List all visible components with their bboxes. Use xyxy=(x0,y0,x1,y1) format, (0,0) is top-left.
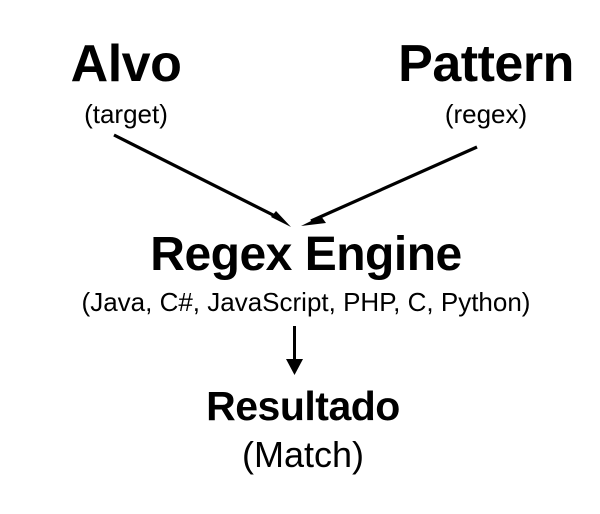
node-result-subtitle: (Match) xyxy=(241,434,365,475)
node-regex-engine: Regex Engine (Java, C#, JavaScript, PHP,… xyxy=(81,228,531,317)
arrow-engine-to-result xyxy=(286,326,303,375)
node-result: Resultado (Match) xyxy=(206,386,400,473)
node-regex-engine-languages: (Java, C#, JavaScript, PHP, C, Python) xyxy=(81,287,531,317)
node-target: Alvo (target) xyxy=(71,38,182,127)
node-target-title: Alvo xyxy=(70,35,182,93)
node-pattern-title: Pattern xyxy=(398,35,574,93)
node-pattern: Pattern (regex) xyxy=(398,38,574,127)
arrow-target-to-engine xyxy=(113,133,291,227)
arrow-pattern-to-engine xyxy=(301,145,478,226)
node-target-subtitle: (target) xyxy=(84,99,168,129)
node-pattern-subtitle: (regex) xyxy=(444,99,528,129)
node-result-title: Resultado xyxy=(206,383,400,429)
node-regex-engine-title: Regex Engine xyxy=(150,228,462,281)
